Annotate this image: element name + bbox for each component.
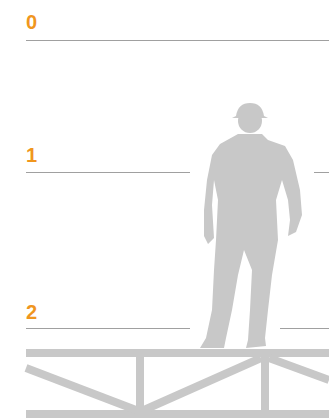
level-number: 1 [26, 145, 37, 165]
truss-platform [26, 353, 329, 414]
level-number: 2 [26, 302, 37, 322]
worker-silhouette [200, 103, 302, 348]
level-number: 0 [26, 12, 37, 32]
